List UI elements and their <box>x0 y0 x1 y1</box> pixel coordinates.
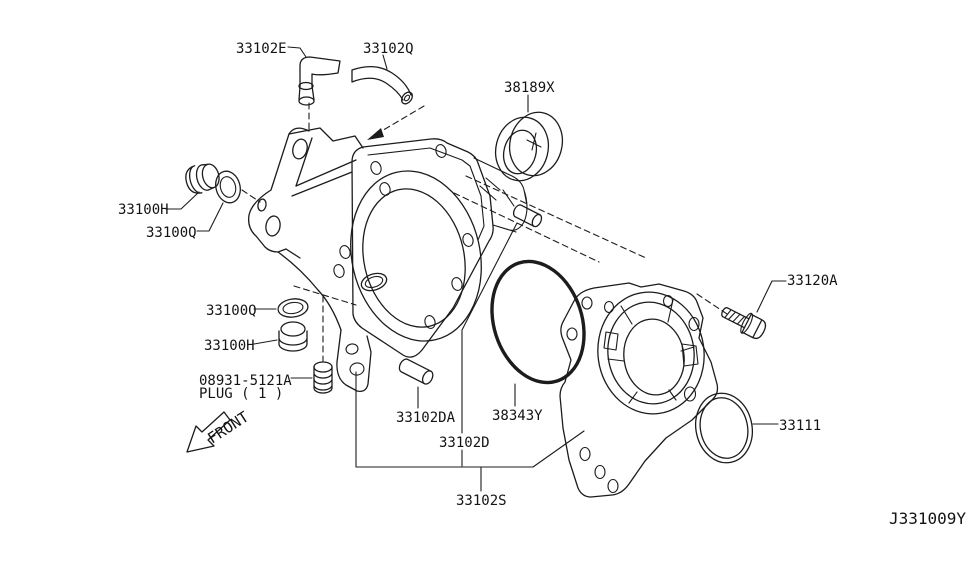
drain-plug-washer-33100q <box>277 298 309 318</box>
washer-fit-line <box>241 189 261 203</box>
part-label-33102q: 33102Q <box>363 41 414 57</box>
leader-lines <box>165 46 787 492</box>
o-ring-33111 <box>695 392 753 464</box>
part-label-33102da: 33102DA <box>396 410 456 426</box>
part-label-33100q-upper: 33100Q <box>146 225 197 241</box>
bolt-fit-line <box>696 293 728 315</box>
leader-33102d <box>461 222 518 467</box>
assembly-dashed-lines <box>241 102 728 362</box>
cover-bolt-holes <box>566 294 700 494</box>
rear-extension-cover <box>559 282 719 498</box>
part-label-plug-qty: PLUG ( 1 ) <box>199 386 283 402</box>
part-label-33102d: 33102D <box>439 435 490 451</box>
front-direction-label: FRONT <box>204 408 252 448</box>
leader-33102q <box>382 54 388 70</box>
leader-33120a <box>756 280 787 313</box>
part-label-08931-5121a: 08931-5121A <box>199 373 292 389</box>
transfer-case-housing <box>248 127 528 392</box>
part-label-33120a: 33120A <box>787 273 838 289</box>
part-label-33111: 33111 <box>779 418 821 434</box>
leader-33102e <box>287 46 307 58</box>
cover-bore-inner <box>623 318 685 396</box>
blind-plug-08931 <box>313 361 333 394</box>
cover-web-spokes <box>607 299 695 404</box>
plug-fit-line <box>293 285 357 306</box>
part-label-33102s: 33102S <box>456 493 507 509</box>
part-label-33100q-lower: 33100Q <box>206 303 257 319</box>
ear-hole <box>265 215 281 237</box>
filler-plug-washer-33100q <box>215 170 241 204</box>
leader-33100h-lower <box>253 339 278 345</box>
assembly-bracket-33102s <box>355 371 585 492</box>
ear-hole <box>292 138 308 160</box>
part-label-33100h-lower: 33100H <box>204 338 255 354</box>
front-arrow-icon <box>186 411 231 453</box>
oil-seal-38189x <box>494 111 564 182</box>
breather-elbow-33102e <box>298 56 341 106</box>
part-label-38189x: 38189X <box>504 80 555 96</box>
main-bore-inner <box>362 188 466 328</box>
flange-bolt-holes <box>333 144 474 329</box>
part-label-33100h-upper: 33100H <box>118 202 169 218</box>
hose-fit-line <box>379 105 425 133</box>
axis-line-upper <box>465 175 647 259</box>
part-label-33102e: 33102E <box>236 41 287 57</box>
callout-labels: 33102E 33102Q 38189X 33100H 33100Q 33100… <box>118 41 838 509</box>
part-label-38343y: 38343Y <box>492 408 543 424</box>
diagram-code: J331009Y <box>889 509 966 528</box>
drain-plug-33100h <box>278 321 308 352</box>
axis-line-lower <box>453 192 600 263</box>
fill-port <box>257 198 267 212</box>
o-ring-38343y <box>490 259 586 385</box>
bolt-33120a <box>721 307 767 340</box>
filler-plug-33100h <box>185 163 220 194</box>
dowel-pin-33102d <box>512 204 543 228</box>
main-bore-outer <box>350 170 482 342</box>
leader-33100h-upper <box>165 191 200 210</box>
leader-33100q-upper <box>196 202 224 232</box>
front-direction-marker: FRONT <box>186 408 252 453</box>
cover-bore-outer <box>597 291 705 415</box>
breather-hose-33102q <box>351 66 413 105</box>
dowel-pin-33102da <box>398 358 434 385</box>
hose-direction-arrowhead <box>367 128 384 140</box>
oval-slot <box>360 272 388 292</box>
